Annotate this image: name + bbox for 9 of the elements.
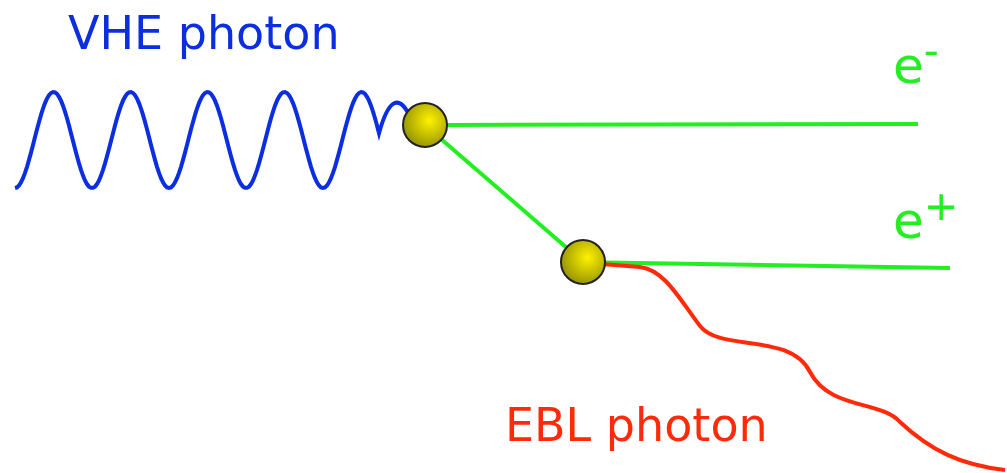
vertex-circle [560,239,606,285]
particle-label: e$^{+}$ [893,185,959,246]
particle-label: e$^{-}$ [893,30,939,91]
photon-wavy-line [13,90,409,190]
particle-line [604,260,951,270]
particle-line [440,137,568,250]
photon-wavy-line [604,262,1006,472]
particle-line [447,122,918,127]
vertex-circle [402,102,448,148]
